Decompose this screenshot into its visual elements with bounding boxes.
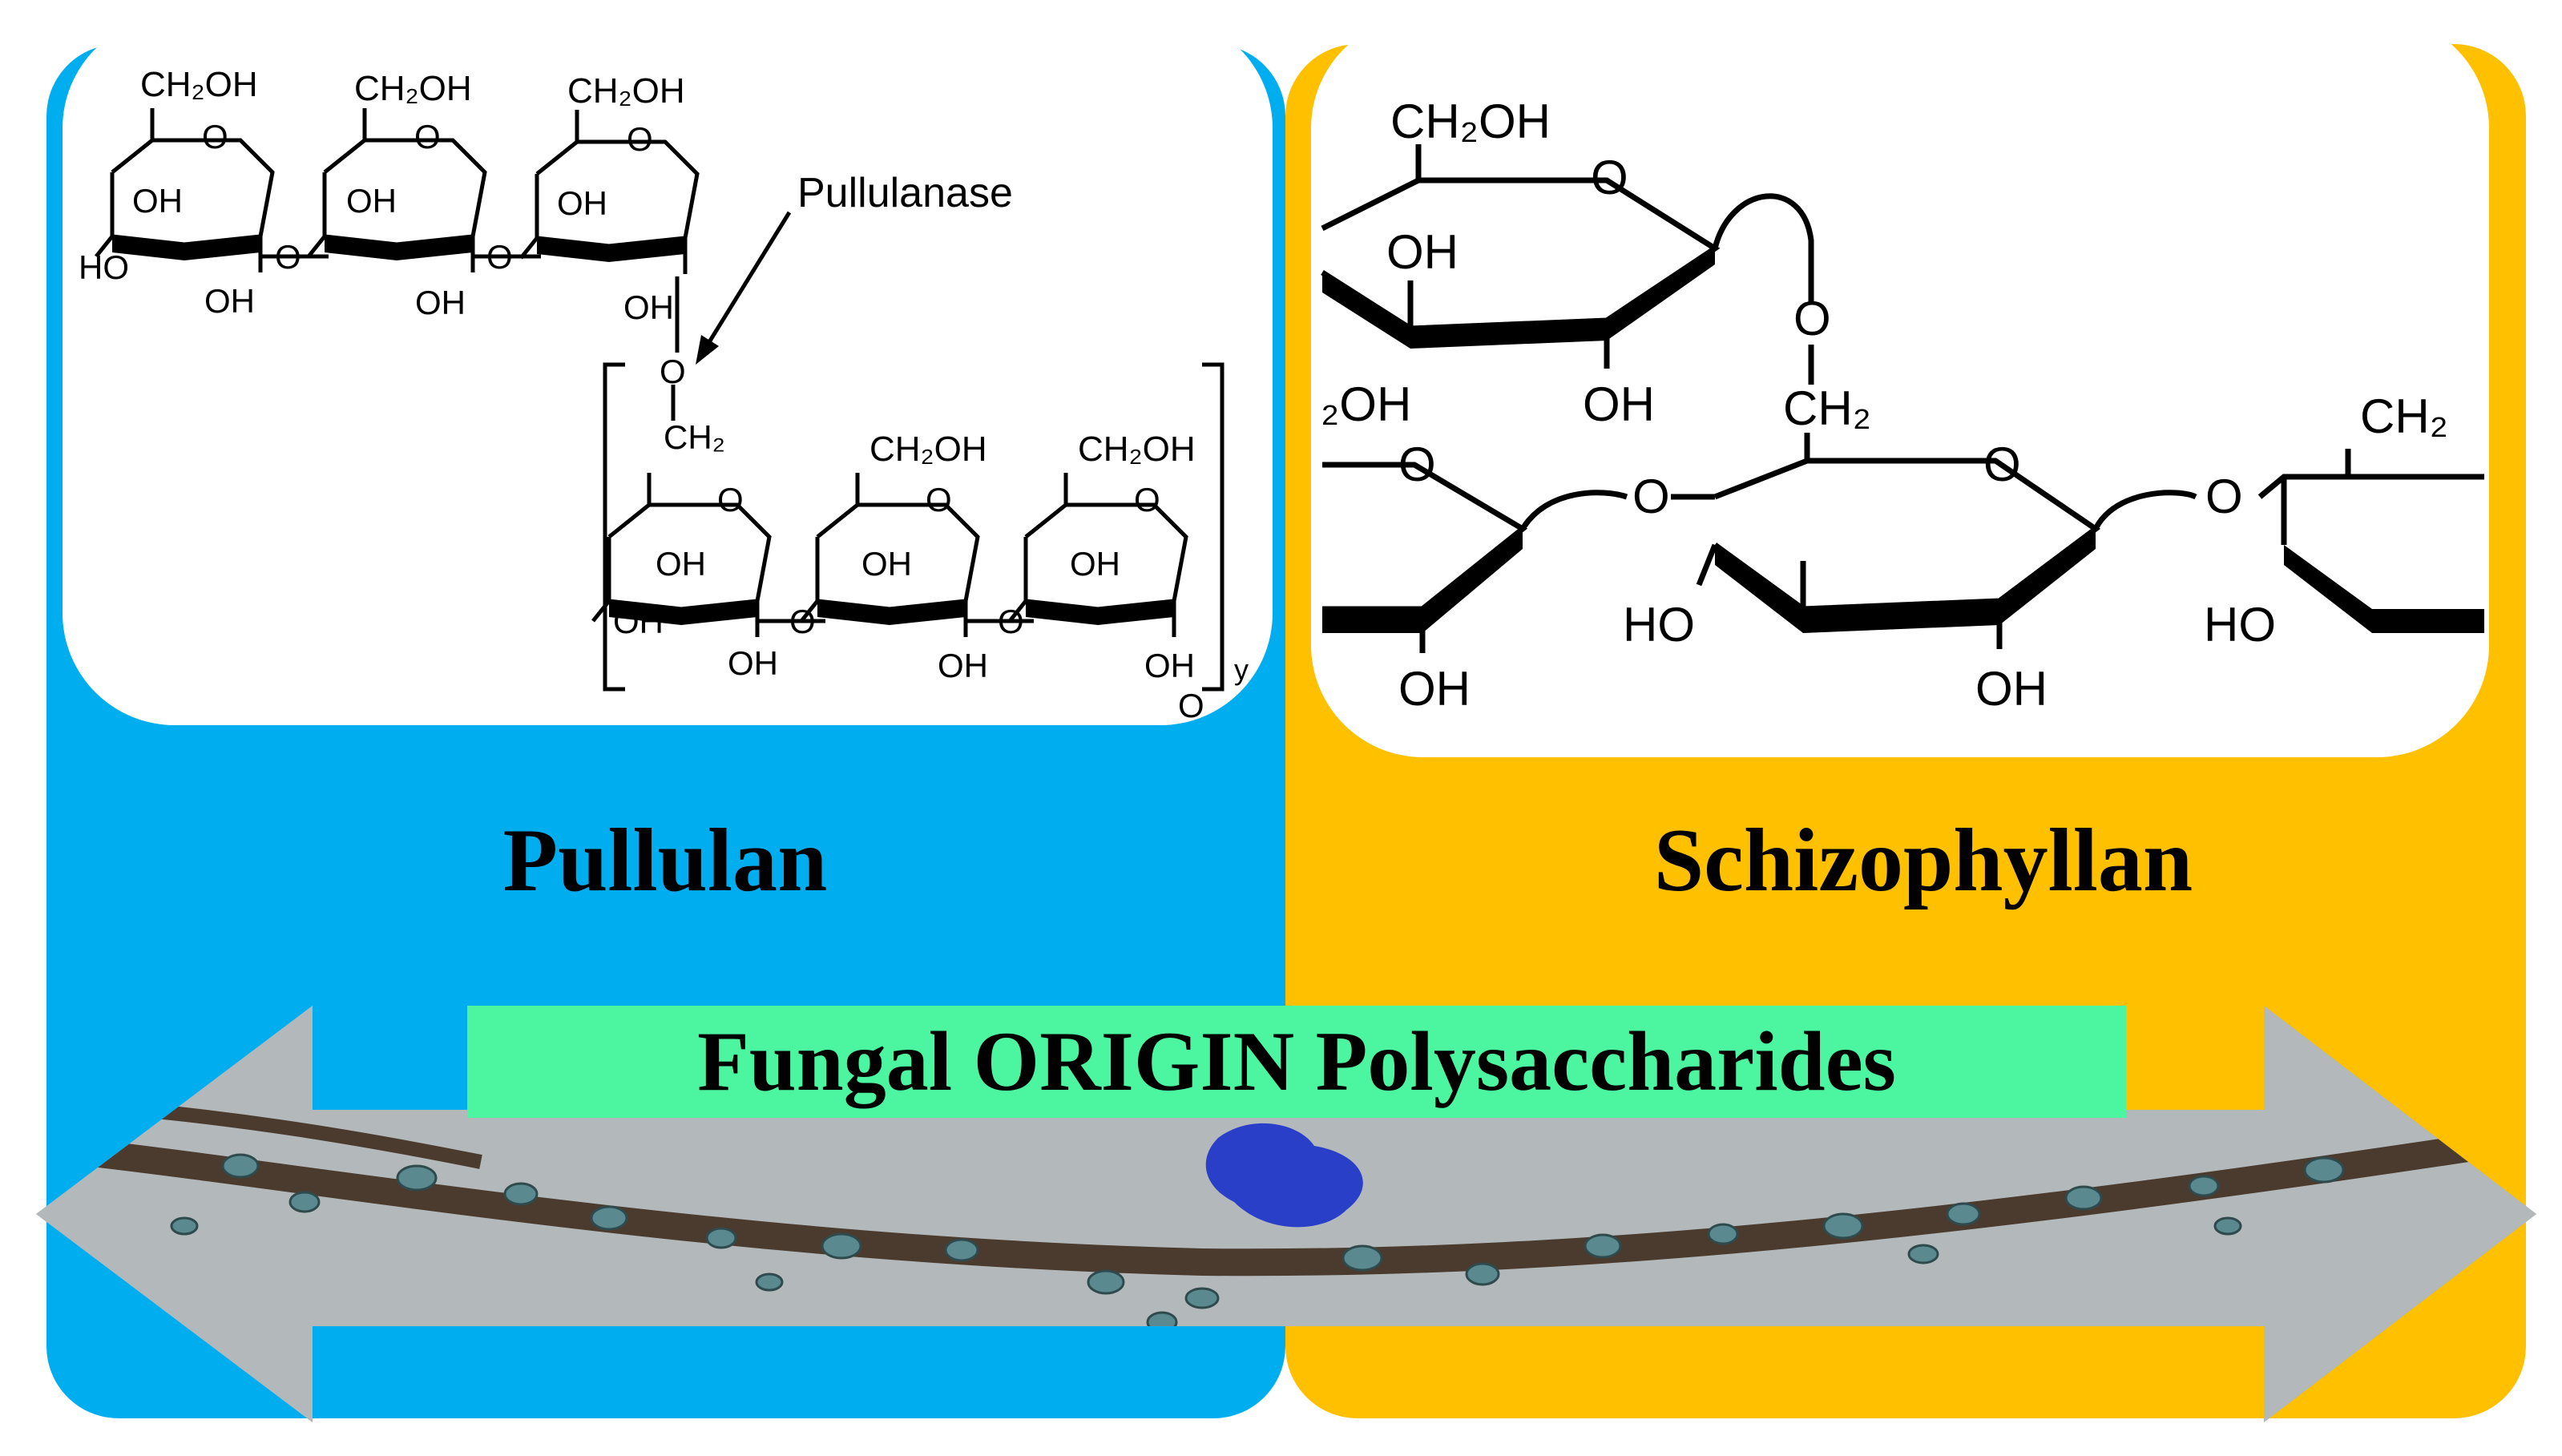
ch2oh-label: CH₂OH — [140, 65, 258, 104]
glycosidic-o-label: O — [789, 603, 816, 640]
ring-o-label: O — [414, 118, 441, 155]
oh-label: OH — [1583, 377, 1655, 431]
ring-o-label: O — [202, 118, 228, 155]
spore — [1707, 1223, 1739, 1245]
spore — [755, 1272, 784, 1292]
oh-label: OH — [1386, 225, 1459, 279]
oh-label: OH — [415, 284, 466, 321]
spore — [1342, 1244, 1383, 1272]
ch2oh-partial-label: ₂OH — [1321, 377, 1411, 431]
oh-label: OH — [204, 282, 255, 320]
oh-label: OH — [861, 545, 912, 583]
glycosidic-o-label: O — [275, 238, 301, 276]
ch2-label: CH₂ — [1783, 381, 1871, 435]
oh-label: OH — [613, 603, 664, 640]
spore — [1907, 1244, 1939, 1264]
ring-o-label: O — [627, 120, 653, 158]
spore — [1822, 1212, 1864, 1240]
oh-label: OH — [1070, 545, 1120, 583]
ch2-label: CH₂ — [664, 418, 725, 456]
oh-label: OH — [728, 644, 778, 682]
oh-label: OH — [346, 182, 397, 220]
oh-label: OH — [656, 545, 706, 583]
ch2oh-label: CH₂OH — [1078, 430, 1196, 469]
spore — [2213, 1216, 2242, 1236]
glycosidic-o-label: O — [486, 238, 513, 276]
ring-o-label: O — [1591, 151, 1628, 204]
ch2oh-label: CH₂OH — [354, 69, 472, 108]
spore — [1946, 1202, 1981, 1226]
schizophyllan-structure-box — [1311, 16, 2489, 757]
ring-o-label: O — [717, 481, 744, 518]
spore — [1184, 1287, 1220, 1309]
spore — [1087, 1269, 1125, 1295]
ring-o-label: O — [1983, 438, 2021, 491]
oh-label: OH — [132, 182, 183, 220]
ch2-partial-label: CH₂ — [2360, 389, 2448, 443]
ho-label: HO — [1623, 598, 1695, 651]
spore — [2303, 1156, 2345, 1184]
ho-label: HO — [79, 248, 129, 286]
spore — [944, 1238, 979, 1262]
spore — [1465, 1262, 1500, 1286]
glycosidic-o-label: O — [998, 603, 1024, 640]
spore — [705, 1227, 737, 1249]
schizophyllan-title: Schizophyllan — [1653, 811, 2193, 910]
glycosidic-o-label: O — [660, 353, 686, 390]
ho-label: HO — [2204, 598, 2276, 651]
oh-label: OH — [557, 184, 607, 222]
spore — [821, 1232, 862, 1260]
repeat-subscript: y — [1234, 653, 1249, 686]
spore — [1584, 1233, 1622, 1259]
spore — [503, 1182, 539, 1206]
ch2oh-label: CH₂OH — [869, 430, 987, 469]
spore — [396, 1164, 438, 1192]
spore — [170, 1216, 199, 1236]
enzyme-label: Pullulanase — [797, 170, 1013, 216]
ring-o-label: O — [1398, 438, 1436, 491]
glycosidic-o-label: O — [2205, 470, 2243, 523]
spore — [2064, 1185, 2103, 1211]
ring-o-label: O — [1134, 481, 1160, 518]
oh-label: OH — [938, 647, 988, 684]
glycosidic-o-label: O — [1793, 292, 1831, 345]
ch2oh-label: CH₂OH — [567, 71, 685, 111]
glycosidic-o-label: O — [1632, 470, 1670, 523]
spore — [1146, 1311, 1178, 1333]
spore — [288, 1191, 321, 1213]
glycosidic-o-label: O — [1178, 687, 1204, 724]
oh-label: OH — [1144, 647, 1195, 684]
ring-o-label: O — [926, 481, 952, 518]
ch2oh-label: CH₂OH — [1390, 95, 1551, 148]
oh-label: OH — [1398, 662, 1471, 716]
pullulan-title: Pullulan — [502, 811, 828, 910]
spore — [2188, 1175, 2220, 1197]
fungal-origin-banner: Fungal ORIGIN Polysaccharides — [467, 1006, 2126, 1118]
oh-label: OH — [1975, 662, 2048, 716]
spore — [221, 1153, 260, 1179]
spore — [590, 1205, 628, 1231]
oh-label: OH — [623, 288, 674, 326]
